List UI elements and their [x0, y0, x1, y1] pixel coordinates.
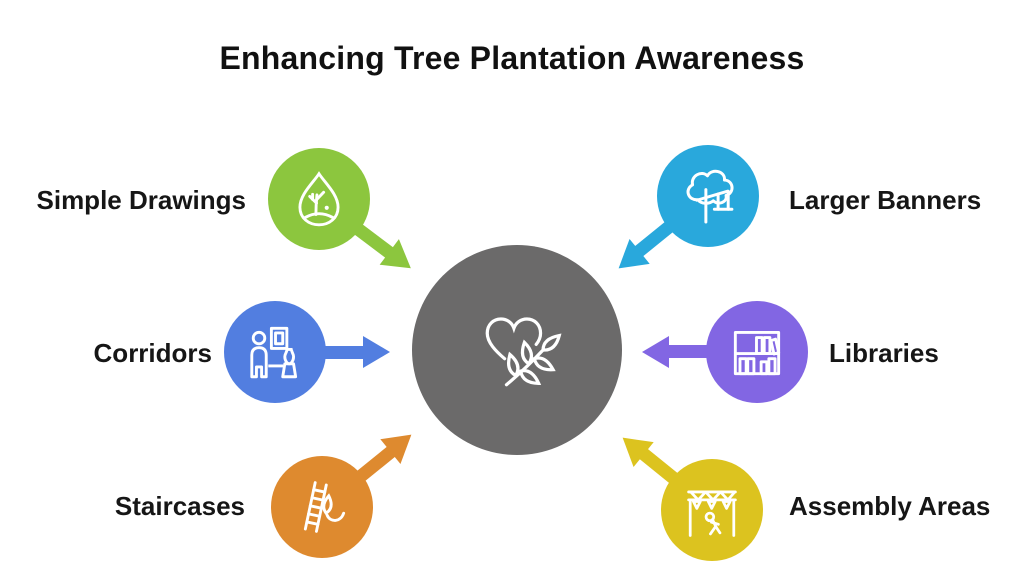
tree-swing-icon	[686, 169, 734, 224]
circle-libraries	[706, 301, 808, 403]
node-label-libraries: Libraries	[829, 338, 939, 368]
node-label-corridors: Corridors	[93, 338, 212, 368]
heart-leaf-icon	[485, 317, 562, 387]
stage-bunting-icon	[687, 490, 737, 537]
circle-assembly-areas	[661, 459, 763, 561]
circle-simple-drawings	[268, 148, 370, 250]
circle-corridors	[224, 301, 326, 403]
center-node	[412, 245, 622, 455]
hallway-display-icon	[250, 326, 298, 379]
node-label-larger-banners: Larger Banners	[789, 185, 982, 215]
node-label-assembly-areas: Assembly Areas	[789, 491, 991, 521]
node-label-simple-drawings: Simple Drawings	[36, 185, 247, 215]
circle-staircases	[271, 456, 373, 558]
bookshelf-icon	[733, 330, 781, 376]
node-label-staircases: Staircases	[114, 491, 245, 521]
page-title: Enhancing Tree Plantation Awareness	[219, 40, 805, 76]
circle-larger-banners	[657, 145, 759, 247]
sapling-drop-icon	[298, 171, 340, 227]
ladder-leaf-icon	[303, 481, 346, 533]
